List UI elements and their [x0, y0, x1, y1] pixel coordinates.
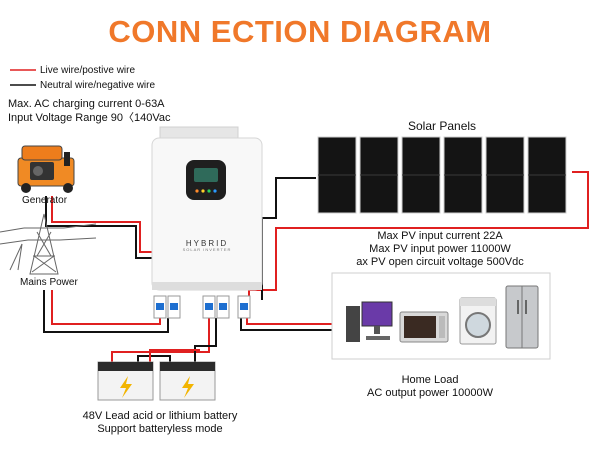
wire-mains-live	[51, 290, 161, 325]
mains-power-label: Mains Power	[20, 277, 78, 288]
solar-panel-icon	[401, 136, 441, 214]
wire-generator-neutral	[45, 196, 157, 259]
legend-neutral-label: Neutral wire/negative wire	[40, 80, 156, 91]
solar-panel-icon	[443, 136, 483, 214]
battery-icon	[159, 361, 216, 401]
battery-mode: Support batteryless mode	[97, 423, 223, 435]
solar-panels-label: Solar Panels	[408, 119, 477, 133]
washing-machine-icon	[459, 297, 497, 345]
wire-battery-bridge	[137, 355, 171, 362]
wire-battery-live	[111, 318, 210, 362]
pv-open-circuit-voltage: ax PV open circuit voltage 500Vdc	[356, 256, 524, 268]
transmission-tower-icon	[0, 213, 97, 275]
breaker-battery	[202, 295, 230, 319]
wire-load-neutral	[240, 318, 332, 331]
refrigerator-icon	[505, 285, 539, 349]
wire-mains-neutral	[43, 290, 169, 333]
breaker-grid	[153, 295, 181, 319]
solar-panel-icon	[527, 136, 567, 214]
pv-input-power: Max PV input power 11000W	[369, 243, 511, 255]
solar-panel-icon	[485, 136, 525, 214]
microwave-icon	[399, 311, 449, 343]
generator-icon	[17, 145, 75, 193]
battery-icon	[97, 361, 154, 401]
solar-panel-array	[317, 136, 567, 214]
generator-label: Generator	[22, 195, 68, 206]
ac-charging-current: Max. AC charging current 0-63A	[8, 98, 165, 110]
wire-solar-neutral	[261, 177, 316, 300]
wire-battery-neutral	[194, 318, 217, 362]
computer-icon	[346, 301, 393, 342]
battery-type: 48V Lead acid or lithium battery	[82, 410, 238, 422]
inverter-subtitle: SOLAR INVERTER	[182, 247, 232, 252]
solar-panel-icon	[317, 136, 357, 214]
home-load-title: Home Load	[401, 374, 459, 386]
page-title: CONN ECTION DIAGRAM	[108, 14, 492, 49]
legend-live-label: Live wire/postive wire	[40, 65, 136, 76]
wire-battery-bridge-red	[149, 349, 200, 362]
inverter-brand: HYBRID	[185, 239, 229, 248]
wire-load-live	[246, 318, 332, 325]
wire-generator-live	[51, 196, 157, 253]
pv-input-current: Max PV input current 22A	[377, 230, 503, 242]
solar-panel-icon	[359, 136, 399, 214]
inverter	[151, 126, 263, 291]
input-voltage-range: Input Voltage Range 90〈140Vac	[8, 112, 171, 124]
home-load-output: AC output power 10000W	[367, 387, 493, 399]
breaker-load	[237, 295, 251, 319]
